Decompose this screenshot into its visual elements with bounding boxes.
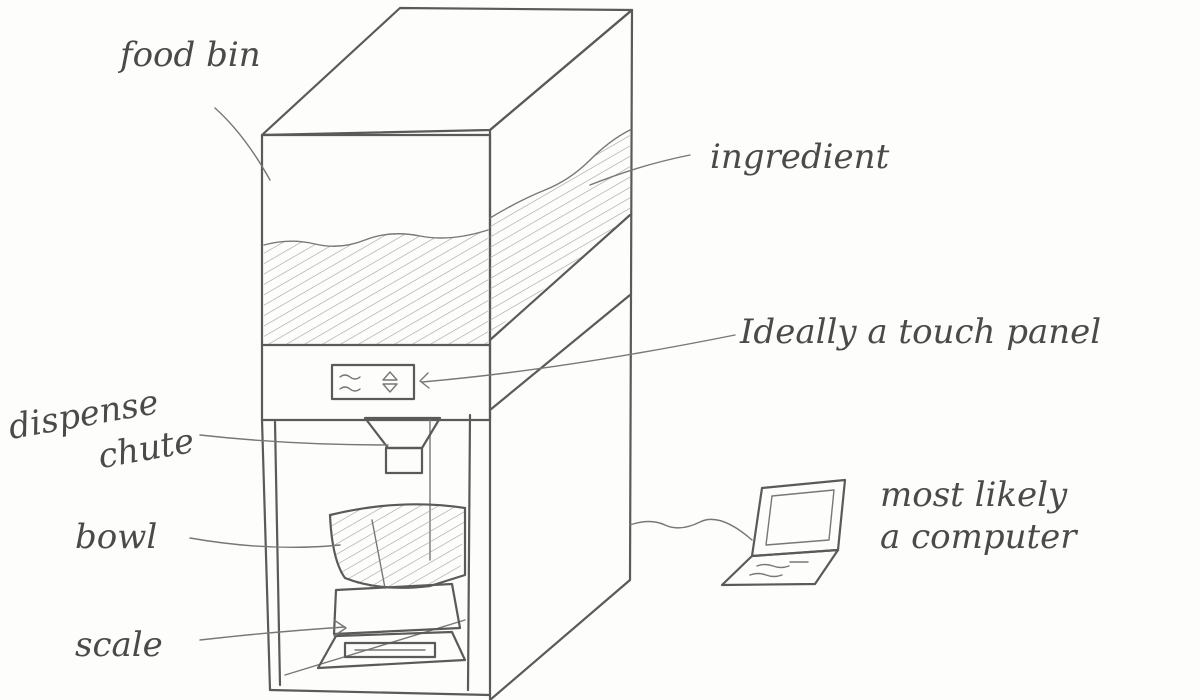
label-computer-2: a computer xyxy=(880,520,1077,556)
touch-panel xyxy=(332,365,414,399)
label-touch-panel: Ideally a touch panel xyxy=(740,315,1101,351)
laptop xyxy=(722,480,845,585)
scale xyxy=(318,584,465,668)
label-ingredient: ingredient xyxy=(710,140,889,176)
bowl xyxy=(330,504,465,588)
leader-lines xyxy=(190,108,735,640)
food-bin xyxy=(262,8,632,700)
cable xyxy=(630,519,752,540)
label-bowl: bowl xyxy=(75,520,157,556)
ingredient-fill xyxy=(264,130,630,344)
label-food-bin: food bin xyxy=(120,38,261,74)
label-scale: scale xyxy=(75,628,163,664)
label-computer-1: most likely xyxy=(880,478,1067,514)
